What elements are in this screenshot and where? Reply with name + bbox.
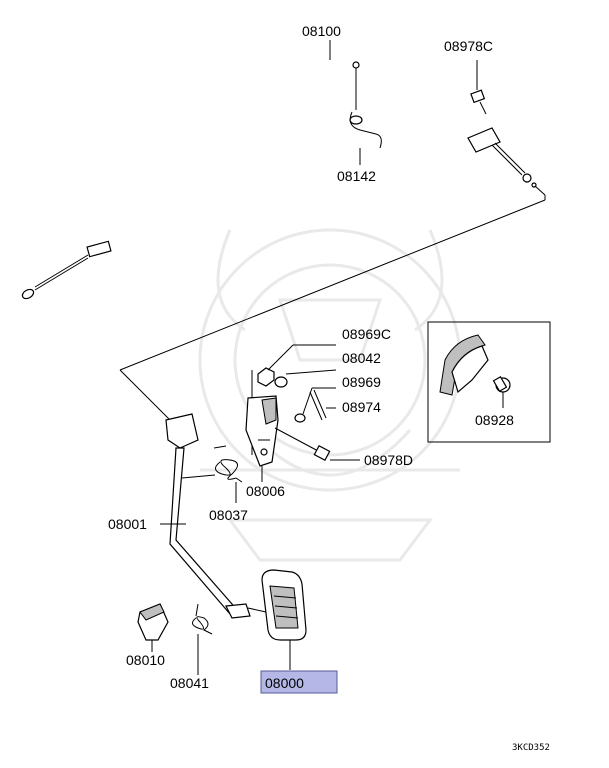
label-08928[interactable]: 08928 [475,412,514,428]
label-08978c[interactable]: 08978C [444,38,493,54]
cable-clip [349,61,382,149]
label-08142[interactable]: 08142 [337,168,376,184]
label-08000[interactable]: 08000 [265,675,304,691]
label-08969[interactable]: 08969 [342,374,381,390]
watermark-emblem [198,228,462,562]
pedal-pad [247,569,307,641]
inset-box [427,321,551,443]
bolt-08978c [470,60,487,115]
label-08010[interactable]: 08010 [126,652,165,668]
label-08969c[interactable]: 08969C [342,326,391,342]
label-08042[interactable]: 08042 [342,350,381,366]
label-08978d[interactable]: 08978D [364,452,413,468]
label-08006[interactable]: 08006 [246,483,285,499]
label-08974[interactable]: 08974 [342,399,381,415]
pedal-arm [165,413,251,619]
throttle-cable [21,60,537,300]
highlight-box [260,670,338,694]
leader-lines [151,40,361,675]
diagram-code: 3KCD352 [512,743,550,753]
pedal-bracket [245,367,331,467]
label-08041[interactable]: 08041 [170,675,209,691]
assembly-outline [119,185,546,421]
label-08001[interactable]: 08001 [108,516,147,532]
return-spring [213,445,243,483]
label-08100[interactable]: 08100 [302,23,341,39]
pedal-stopper [137,603,169,641]
stopper-spring [192,603,213,635]
label-08037[interactable]: 08037 [209,507,248,523]
